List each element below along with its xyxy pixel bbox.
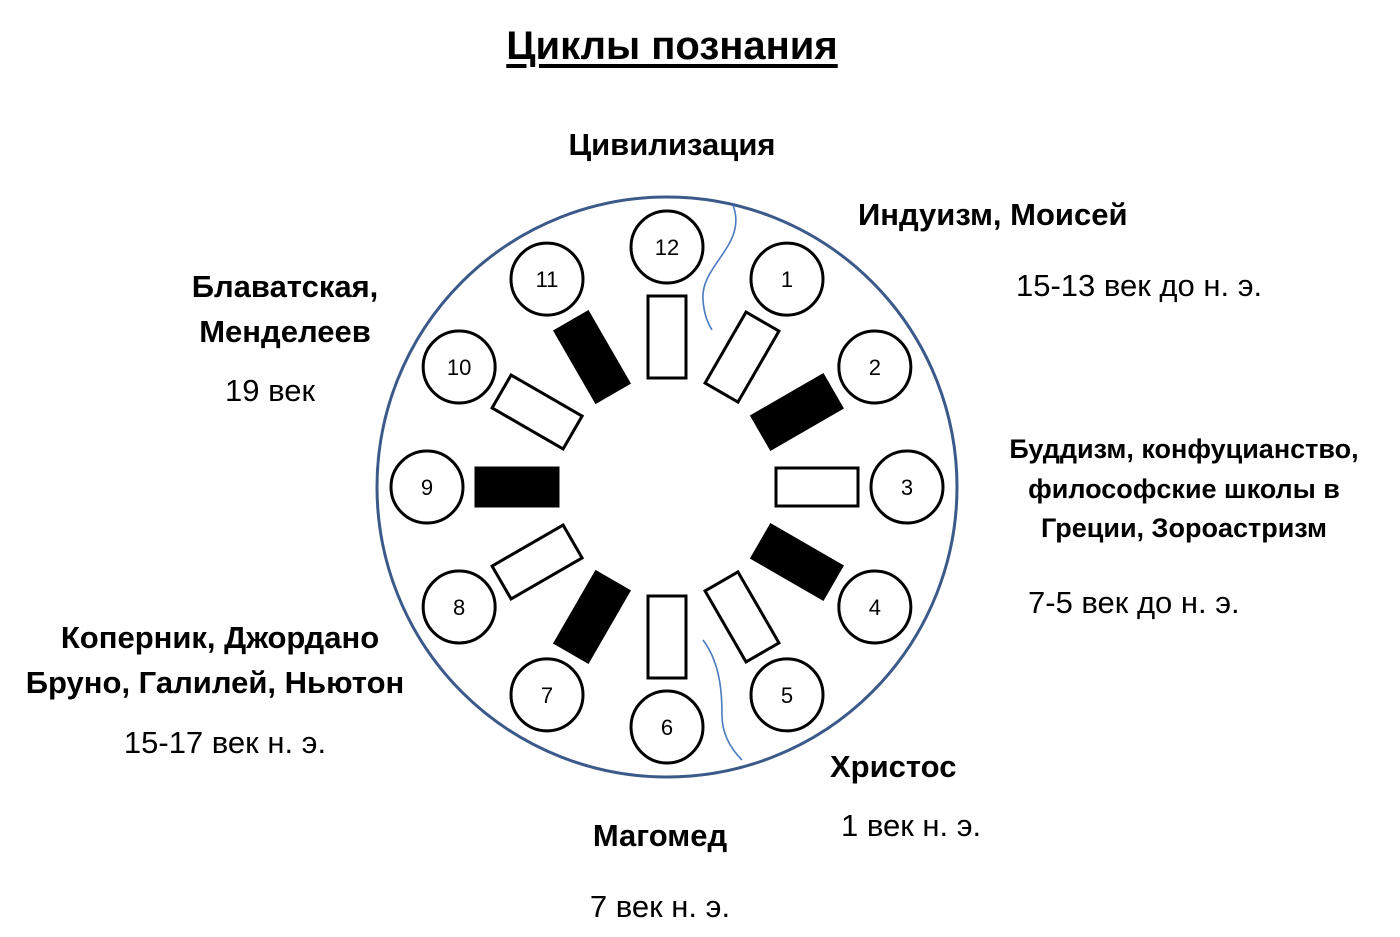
date-copernicus: 15-17 век н. э. xyxy=(123,725,327,760)
cycle-number-2: 2 xyxy=(869,355,881,380)
date-hinduism: 15-13 век до н. э. xyxy=(1016,268,1263,303)
segment-rect-6 xyxy=(646,594,688,680)
cycle-number-10: 10 xyxy=(447,355,471,380)
cycle-circle-4 xyxy=(837,569,913,645)
date-buddhism: 7-5 век до н. э. xyxy=(1028,585,1240,620)
cycle-number-3: 3 xyxy=(901,475,913,500)
cycle-number-4: 4 xyxy=(869,595,881,620)
segment-rect-11 xyxy=(552,310,632,405)
cycle-circle-8 xyxy=(421,569,497,645)
divider-curve-top xyxy=(702,204,737,331)
cycle-circle-9 xyxy=(389,449,465,525)
cycle-circle-11 xyxy=(509,241,585,317)
segment-rect-10 xyxy=(490,372,585,452)
cycle-number-5: 5 xyxy=(781,683,793,708)
cycle-circle-5 xyxy=(749,657,825,733)
cycle-circle-3 xyxy=(869,449,945,525)
cycle-number-7: 7 xyxy=(541,683,553,708)
outer-ring xyxy=(375,195,959,779)
cycle-number-11: 11 xyxy=(536,267,559,292)
date-blavatsky: 19 век xyxy=(224,373,316,408)
divider-curve-bottom xyxy=(702,639,743,761)
label-christ: Христос xyxy=(830,749,957,784)
label-civilization: Цивилизация xyxy=(568,127,776,162)
label-copernicus-line1: Коперник, Джордано xyxy=(60,620,380,655)
cycle-number-8: 8 xyxy=(453,595,465,620)
label-blavatsky-line2: Менделеев xyxy=(199,314,371,349)
label-blavatsky-line1: Блаватская, xyxy=(191,269,379,304)
date-christ: 1 век н. э. xyxy=(841,808,982,843)
segment-rect-2 xyxy=(749,372,844,452)
cycle-circle-6 xyxy=(629,689,705,765)
cycle-circle-12 xyxy=(629,209,705,285)
segment-rect-12 xyxy=(646,294,688,380)
segment-rect-7 xyxy=(552,569,632,664)
date-mohammed: 7 век н. э. xyxy=(589,889,731,924)
label-buddhism-line2: философские школы в xyxy=(1028,474,1340,504)
cycle-number-9: 9 xyxy=(421,475,433,500)
label-mohammed: Магомед xyxy=(592,818,728,853)
segment-rect-4 xyxy=(749,522,844,602)
label-hinduism-moses: Индуизм, Моисей xyxy=(858,197,1128,232)
segment-rect-1 xyxy=(702,310,782,405)
segment-rect-5 xyxy=(702,569,782,664)
cycle-circle-7 xyxy=(509,657,585,733)
segment-rect-9 xyxy=(474,466,560,508)
cycle-number-12: 12 xyxy=(655,235,679,260)
cycle-number-6: 6 xyxy=(661,715,673,740)
cycle-circle-2 xyxy=(837,329,913,405)
segment-rect-3 xyxy=(774,466,860,508)
label-buddhism-line1: Буддизм, конфуцианство, xyxy=(1009,434,1359,464)
cycle-circle-10 xyxy=(421,329,497,405)
cycle-number-1: 1 xyxy=(781,267,793,292)
cycle-circle-1 xyxy=(749,241,825,317)
page-title: Циклы познания xyxy=(506,24,838,68)
segment-rect-8 xyxy=(490,522,585,602)
label-copernicus-line2: Бруно, Галилей, Ньютон xyxy=(25,665,405,700)
label-buddhism-line3: Греции, Зороастризм xyxy=(1040,513,1328,543)
